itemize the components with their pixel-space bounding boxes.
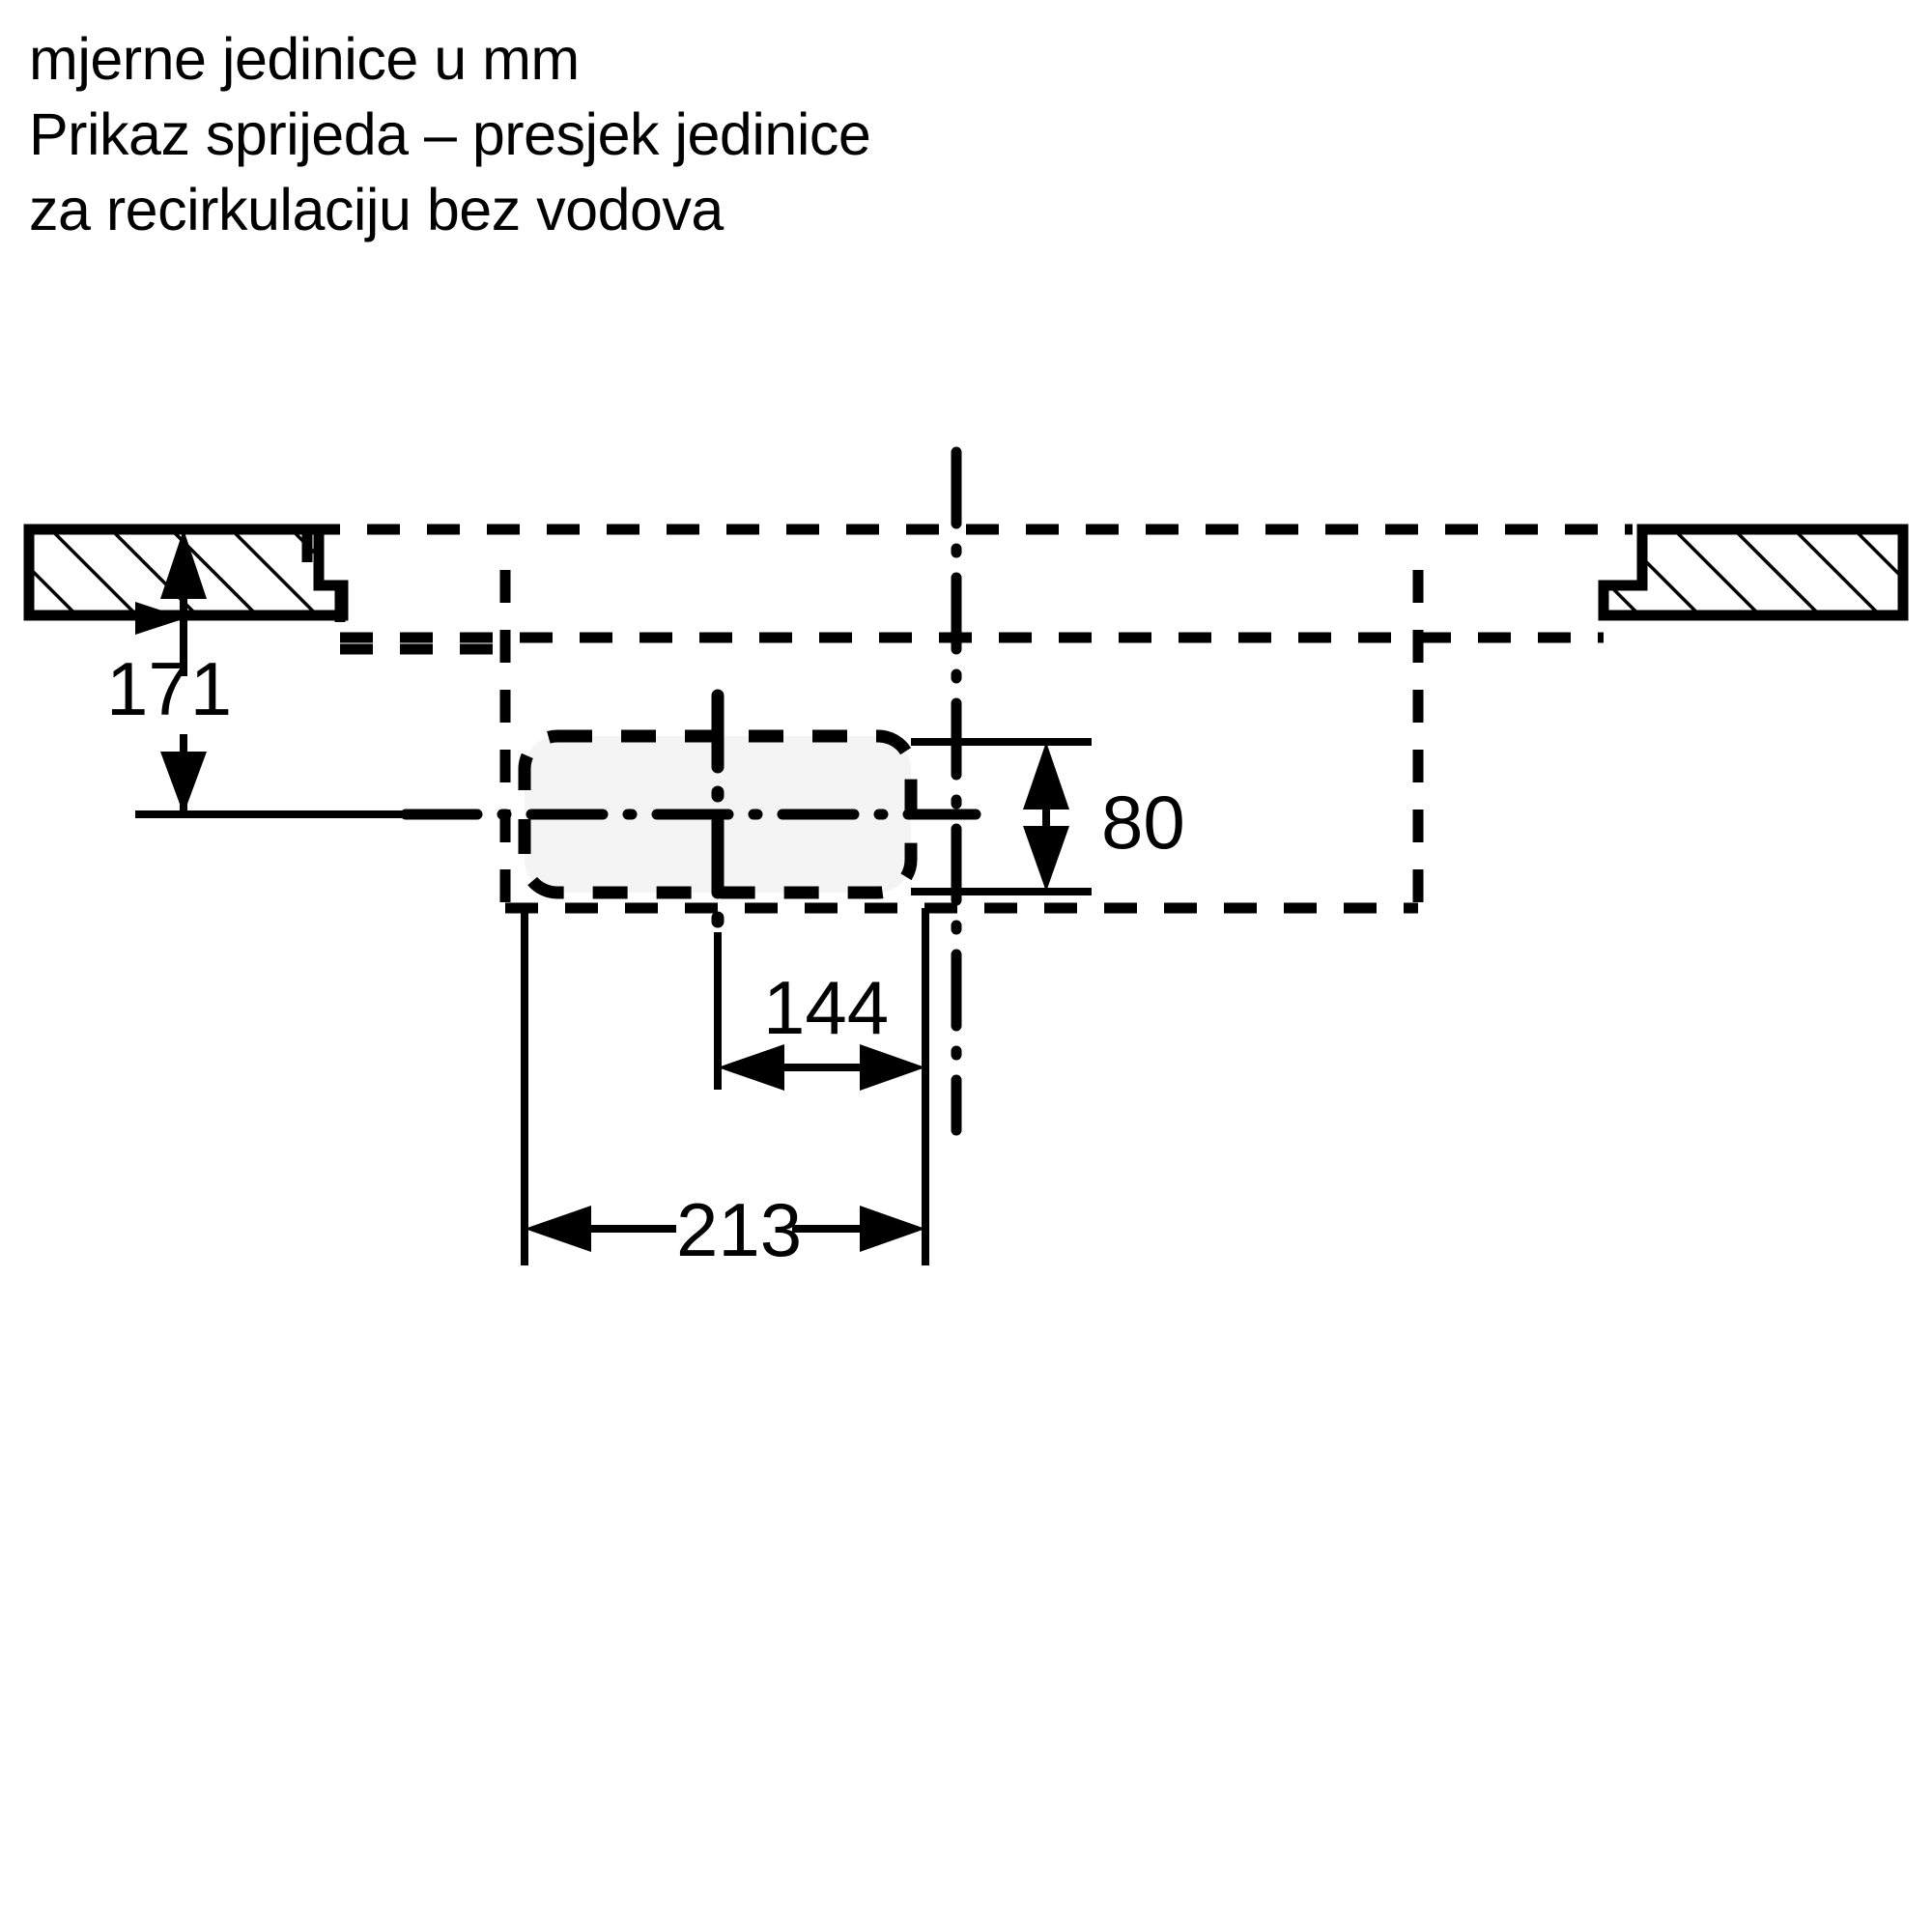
dimension-171: 171 [106, 529, 406, 818]
caption-line-view: Prikaz sprijeda – presjek jedinice [29, 101, 871, 167]
worktop-right [1598, 524, 1909, 621]
cabinet-hidden-outline [301, 524, 1633, 914]
caption-line-units: mjerne jedinice u mm [29, 26, 580, 92]
dimension-80: 80 [911, 738, 1185, 895]
dimension-80-label: 80 [1101, 780, 1185, 865]
dimension-144-label: 144 [763, 965, 889, 1050]
dimension-213-label: 213 [676, 1187, 802, 1272]
dimension-144: 144 [714, 908, 929, 1091]
dimension-171-label: 171 [106, 646, 232, 731]
dimension-213: 213 [521, 908, 929, 1272]
caption-line-view-cont: za recirkulaciju bez vodova [29, 177, 724, 242]
caption: mjerne jedinice u mm Prikaz sprijeda – p… [29, 21, 1478, 247]
